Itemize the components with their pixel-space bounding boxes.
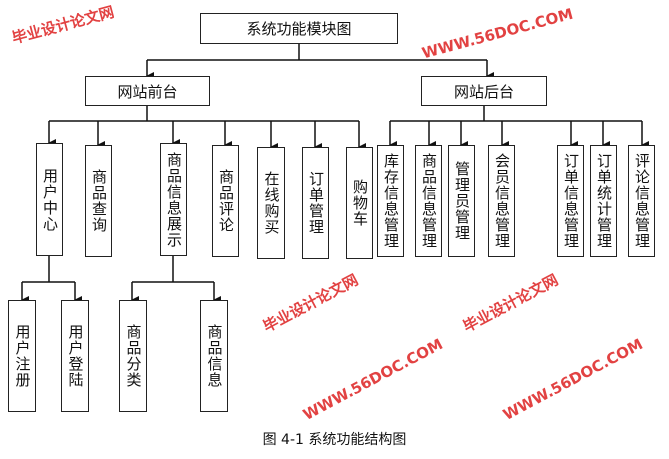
node-label: 评论信息管理: [633, 153, 651, 249]
node-label: 商品分类: [124, 324, 143, 388]
node-product-search: 商品查询: [85, 145, 112, 257]
node-order-stats-management: 订单统计管理: [590, 145, 617, 257]
node-label: 订单统计管理: [595, 153, 613, 249]
node-label: 会员信息管理: [493, 153, 511, 249]
node-label: 商品信息展示: [165, 151, 183, 248]
node-product-management: 商品信息管理: [415, 145, 442, 257]
node-label: 商品信息管理: [420, 153, 438, 249]
node-label: 购物车: [351, 179, 369, 227]
front-label: 网站前台: [117, 82, 178, 101]
back-label: 网站后台: [453, 82, 514, 101]
node-order-info-management: 订单信息管理: [557, 145, 584, 257]
node-inventory-management: 库存信息管理: [377, 145, 404, 257]
root-label: 系统功能模块图: [246, 20, 352, 38]
node-label: 用户登陆: [66, 324, 85, 388]
node-label: 商品评论: [217, 169, 235, 233]
node-product-review: 商品评论: [212, 145, 239, 257]
node-label: 用户中心: [41, 167, 59, 232]
node-cart: 购物车: [346, 147, 373, 259]
node-label: 商品信息: [205, 324, 224, 388]
node-label: 在线购买: [262, 171, 281, 235]
node-product-category: 商品分类: [119, 300, 147, 412]
front-node: 网站前台: [85, 76, 210, 106]
node-user-register: 用户注册: [8, 300, 36, 412]
node-product-display: 商品信息展示: [160, 143, 187, 256]
node-order-management: 订单管理: [302, 147, 329, 259]
node-online-purchase: 在线购买: [257, 147, 285, 259]
back-node: 网站后台: [421, 76, 547, 106]
node-user-center: 用户中心: [36, 143, 63, 256]
node-member-management: 会员信息管理: [488, 145, 515, 257]
node-user-login: 用户登陆: [61, 300, 89, 412]
node-product-info: 商品信息: [200, 300, 228, 412]
root-node: 系统功能模块图: [200, 13, 398, 44]
node-label: 管理员管理: [453, 161, 471, 241]
node-label: 订单管理: [307, 171, 325, 235]
node-label: 商品查询: [90, 169, 108, 233]
figure-caption: 图 4-1 系统功能结构图: [262, 432, 407, 448]
node-review-management: 评论信息管理: [628, 145, 655, 257]
node-label: 库存信息管理: [382, 153, 400, 249]
node-label: 订单信息管理: [562, 153, 580, 249]
node-label: 用户注册: [13, 324, 32, 388]
node-admin-management: 管理员管理: [448, 145, 475, 257]
